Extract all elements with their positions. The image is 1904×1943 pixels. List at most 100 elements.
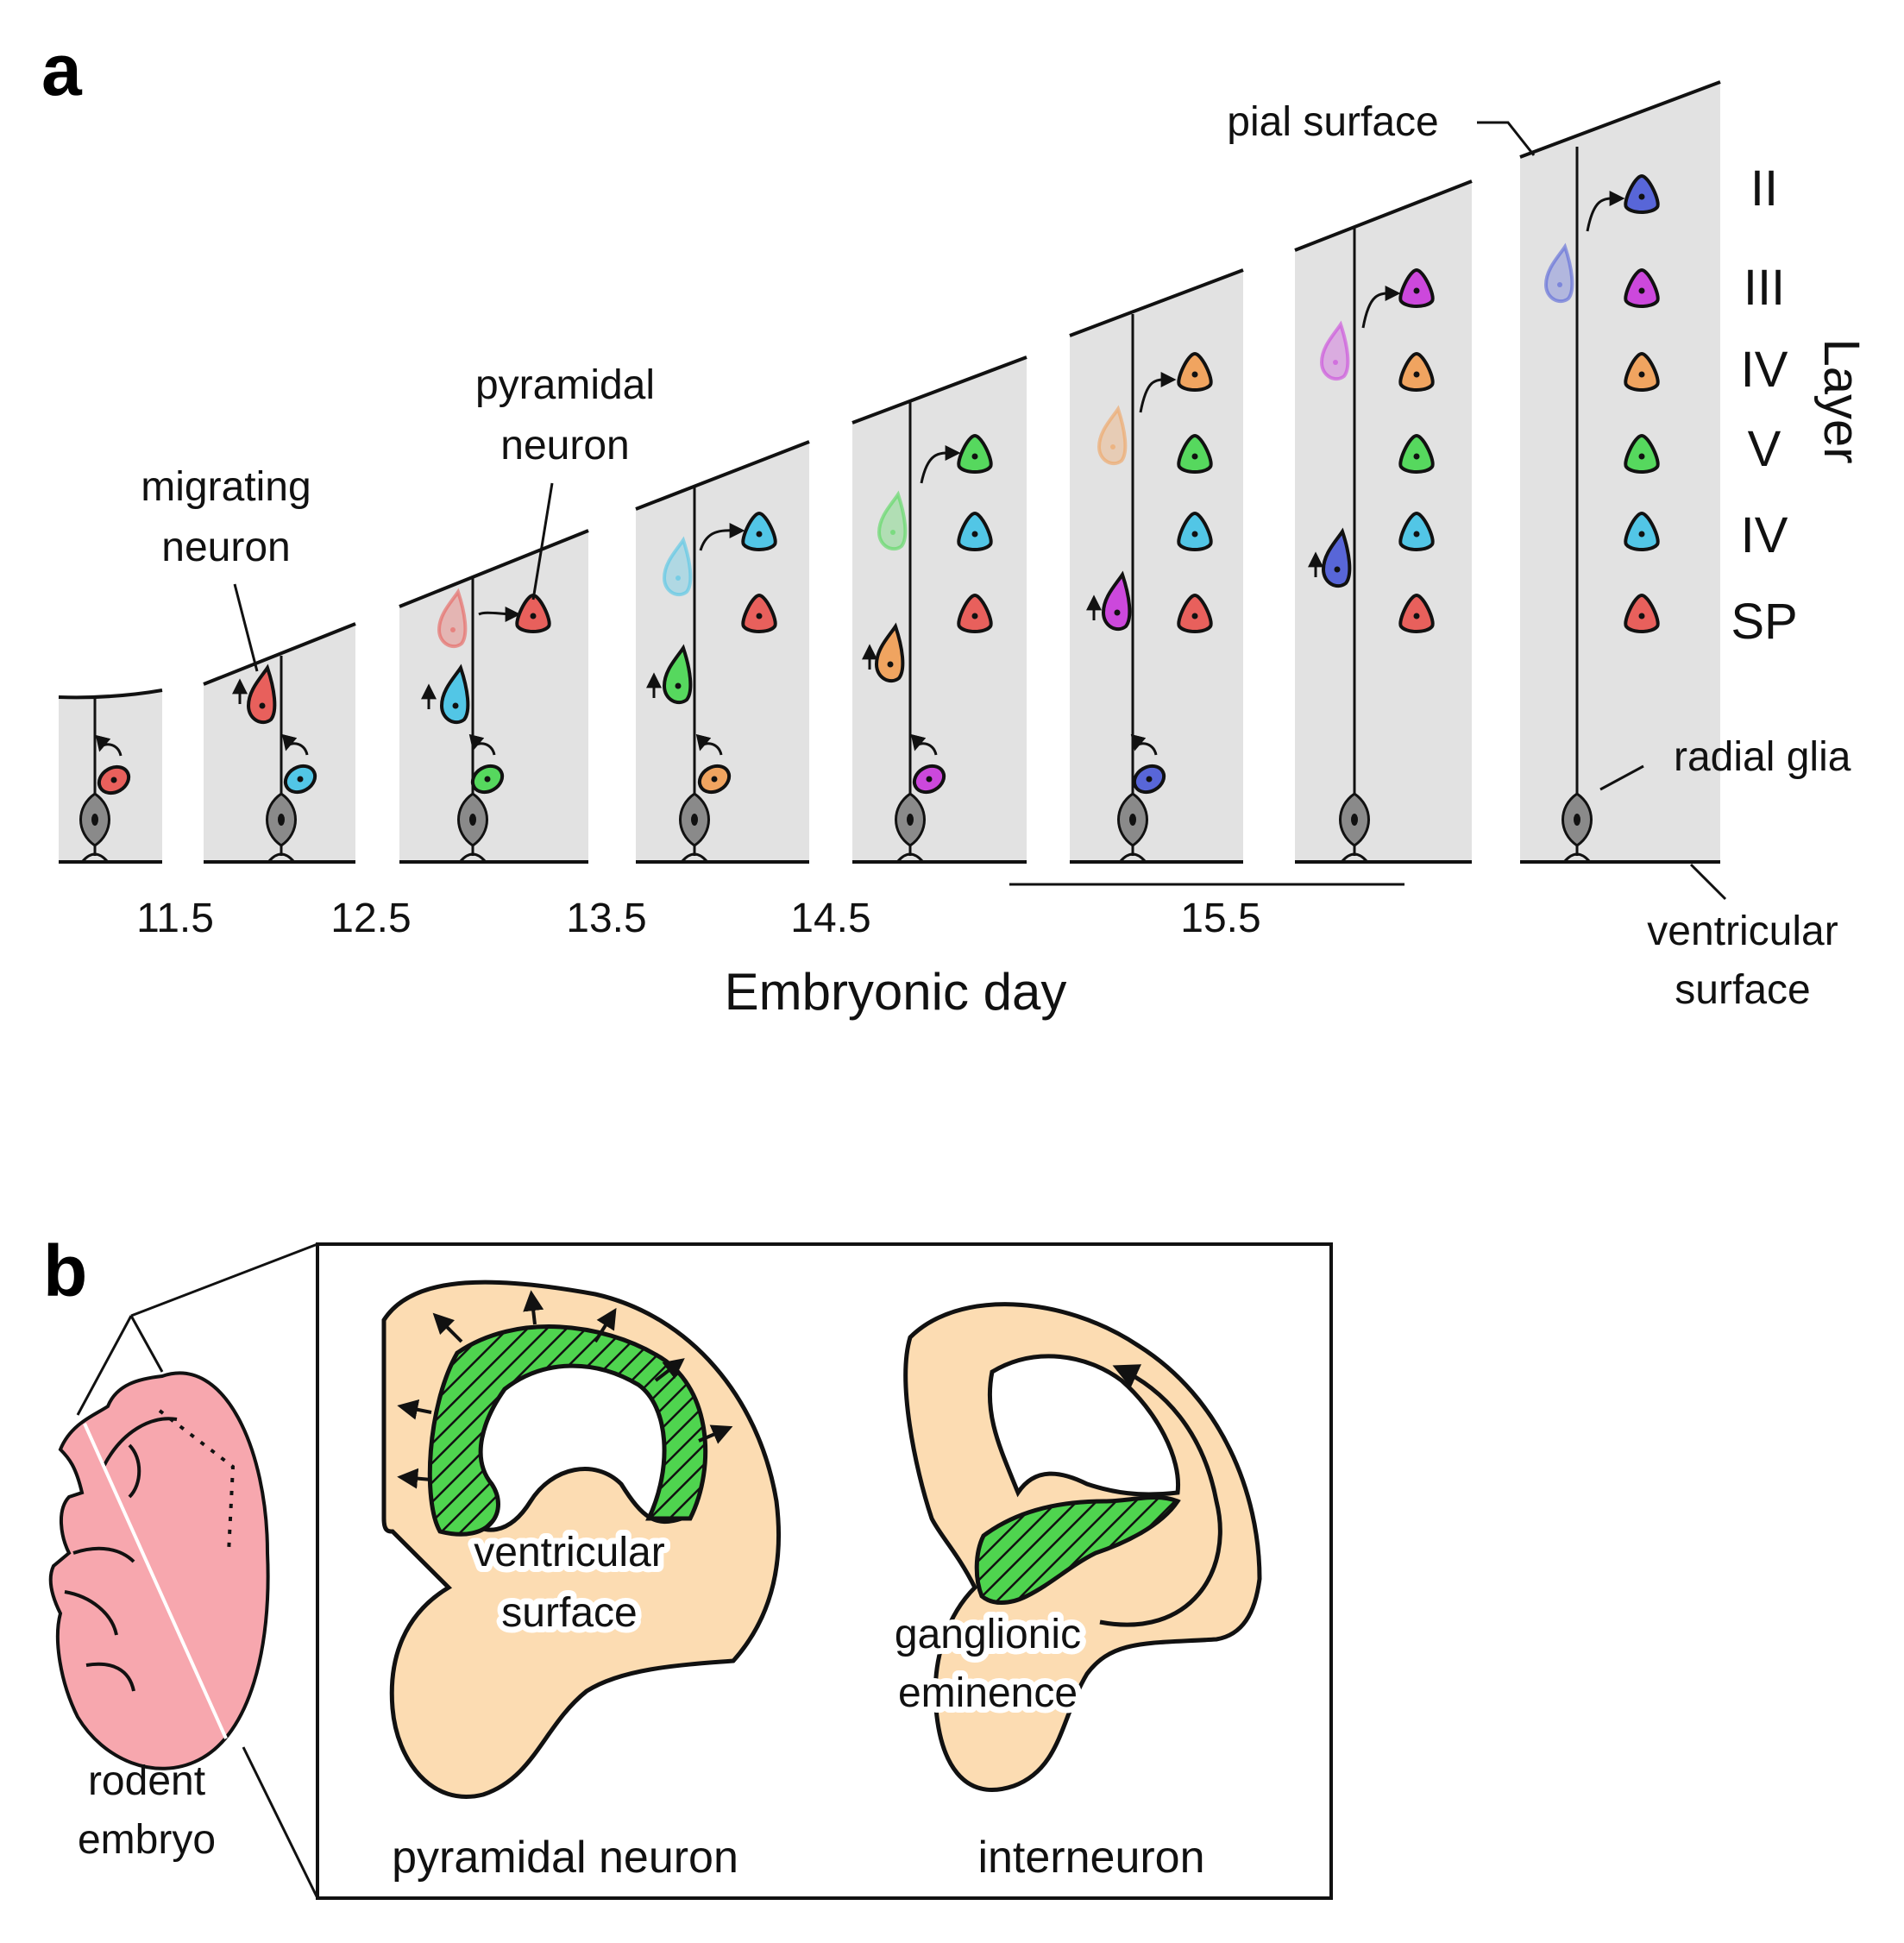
neuron-nucleus bbox=[926, 776, 933, 783]
embryo-body bbox=[48, 1371, 270, 1770]
rodent-embryo bbox=[48, 1371, 270, 1770]
neuron-nucleus bbox=[756, 531, 763, 538]
neuron-nucleus bbox=[1110, 444, 1115, 450]
layer-name: II bbox=[1750, 160, 1778, 217]
migration-arrow bbox=[397, 1468, 432, 1489]
migrating-neuron bbox=[1101, 570, 1132, 632]
placement-arrow bbox=[1361, 285, 1401, 329]
ganglionic-label-2: eminence bbox=[898, 1670, 1078, 1716]
column-e14-5b bbox=[852, 357, 1027, 862]
neuron-nucleus bbox=[110, 777, 117, 783]
radial-migration-arrows bbox=[397, 1290, 733, 1489]
neuron-nucleus bbox=[1557, 282, 1562, 287]
radial-glia-endfoot bbox=[1341, 846, 1368, 863]
pial-line bbox=[1294, 179, 1473, 252]
interneuron-section bbox=[903, 1302, 1262, 1792]
tangential-migration-arrow bbox=[1099, 1364, 1222, 1627]
layer-name: IV bbox=[1741, 507, 1788, 563]
radial-glia-endfoot bbox=[681, 846, 708, 863]
migration-arrow bbox=[698, 1424, 733, 1444]
placement-arrow bbox=[478, 606, 521, 622]
division-arrow bbox=[910, 733, 938, 756]
radial-glia-endfoot bbox=[459, 846, 487, 863]
radial-glia-endfoot bbox=[81, 846, 109, 863]
migration-arrow bbox=[397, 1399, 432, 1420]
placement-arrow bbox=[920, 444, 961, 484]
radial-glia-nucleus bbox=[1574, 814, 1580, 826]
radial-glia-endfoot bbox=[1119, 846, 1147, 863]
zoom-line-top bbox=[130, 1242, 318, 1317]
division-arrow bbox=[468, 733, 496, 756]
neuron-nucleus bbox=[1191, 531, 1198, 538]
pial-line bbox=[399, 529, 589, 608]
radial-glia-endfoot bbox=[1563, 846, 1591, 863]
neuron-nucleus bbox=[1413, 531, 1420, 538]
neuron-nucleus bbox=[1333, 360, 1338, 365]
neuron-nucleus bbox=[1638, 287, 1645, 294]
radial-glia-nucleus bbox=[1351, 814, 1358, 826]
stage-label: 12.5 bbox=[330, 896, 411, 941]
migrating-neuron bbox=[877, 490, 908, 551]
neuron-nucleus bbox=[971, 453, 978, 460]
migrating-neuron bbox=[1321, 527, 1352, 588]
migrating-neuron bbox=[439, 663, 470, 725]
neuron-nucleus bbox=[1413, 287, 1420, 294]
radial-glia-pointer bbox=[1599, 764, 1644, 791]
migrating-neuron bbox=[662, 644, 693, 705]
neuron-nucleus bbox=[1413, 613, 1420, 619]
neuron-nucleus bbox=[971, 531, 978, 538]
neuron-nucleus bbox=[890, 530, 895, 535]
migration-arrow bbox=[432, 1312, 463, 1343]
zoom-box bbox=[316, 1242, 1333, 1900]
section-plane bbox=[83, 1423, 228, 1739]
placement-arrow bbox=[699, 522, 745, 551]
panel-b-letter: b bbox=[43, 1230, 87, 1311]
neuron-nucleus bbox=[1114, 609, 1121, 616]
neuron-nucleus bbox=[484, 776, 491, 783]
division-arrow bbox=[1130, 733, 1158, 756]
layer-name: SP bbox=[1731, 594, 1797, 650]
pial-lines bbox=[58, 80, 1721, 700]
ganglionic-eminence-zone bbox=[974, 1495, 1181, 1605]
ventricular-pointer bbox=[1689, 863, 1727, 901]
ventricular-zone-label-2: surface bbox=[501, 1590, 637, 1636]
radial-glia-nucleus bbox=[907, 814, 914, 826]
neuron-nucleus bbox=[1413, 453, 1420, 460]
radial-glia-nucleus bbox=[469, 814, 476, 826]
radial-glia-endfoot bbox=[267, 846, 295, 863]
neuron-nucleus bbox=[1638, 613, 1645, 619]
neuron-nucleus bbox=[450, 627, 456, 632]
migrating-neuron bbox=[437, 588, 468, 649]
placement-arrow bbox=[1139, 371, 1177, 413]
neuron-nucleus bbox=[971, 613, 978, 619]
pyramidal-label-2: neuron bbox=[500, 423, 629, 468]
axis-title: Embryonic day bbox=[725, 963, 1067, 1021]
pyramidal-caption: pyramidal neuron bbox=[392, 1833, 738, 1883]
pial-line bbox=[1069, 268, 1244, 337]
migrating-pointer bbox=[233, 583, 259, 672]
panel-a-letter: a bbox=[41, 29, 83, 110]
neuron-nucleus bbox=[1638, 531, 1645, 538]
neuron-nucleus bbox=[1413, 371, 1420, 378]
layer-name: III bbox=[1744, 260, 1785, 316]
neuron-nucleus bbox=[259, 702, 266, 709]
ventricular-zone bbox=[427, 1324, 708, 1537]
radial-glia-nucleus bbox=[91, 814, 98, 826]
division-arrow bbox=[95, 734, 123, 757]
neuron-nucleus bbox=[756, 613, 763, 619]
pial-line bbox=[1519, 80, 1721, 159]
pial-line bbox=[203, 622, 356, 686]
neuron-nucleus bbox=[675, 682, 682, 689]
pyramidal-label-1: pyramidal bbox=[475, 362, 655, 408]
migrating-neuron bbox=[662, 536, 693, 597]
pial-line bbox=[635, 440, 810, 511]
migrating-label-1: migrating bbox=[141, 464, 311, 510]
column-e14-5a bbox=[636, 442, 809, 862]
radial-glia-endfoot bbox=[896, 846, 924, 863]
division-arrow bbox=[281, 733, 309, 756]
migrating-label-2: neuron bbox=[161, 525, 290, 570]
ventricular-zone-label-1: ventricular bbox=[474, 1530, 664, 1575]
neuron-nucleus bbox=[530, 613, 537, 619]
migrating-neuron bbox=[1319, 320, 1350, 381]
